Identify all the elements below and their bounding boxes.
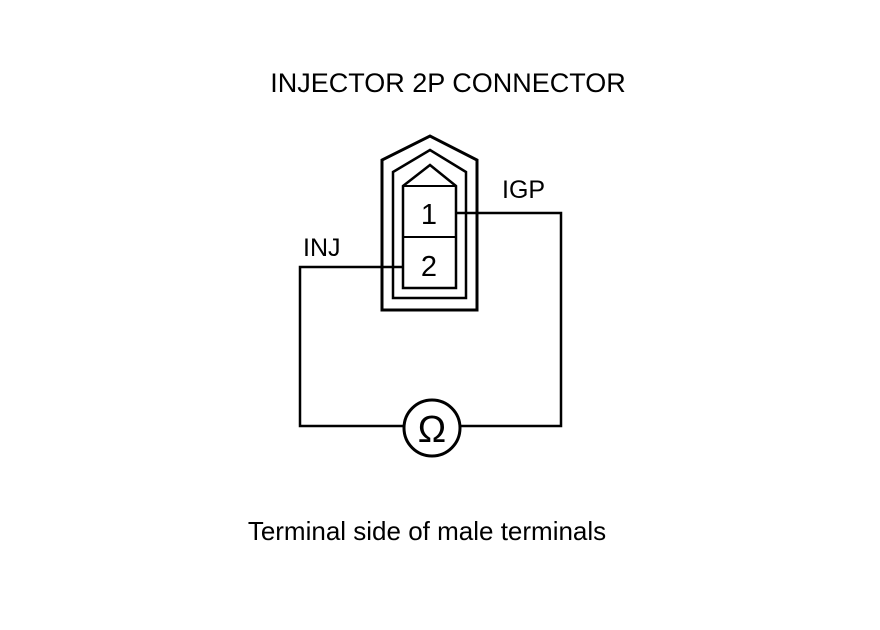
ohm-symbol: Ω: [418, 409, 446, 451]
ohmmeter-circle: [402, 398, 462, 458]
diagram-caption: Terminal side of male terminals: [248, 516, 606, 546]
pin-1-number: 1: [421, 199, 437, 231]
igp-wire: [456, 211, 563, 428]
connector-housing-inner: [391, 148, 468, 300]
inj-wire: [298, 265, 404, 428]
igp-wire-label: IGP: [502, 176, 545, 204]
pin-2-number: 2: [421, 251, 437, 283]
connector-housing-outer: [380, 134, 479, 312]
ohmmeter-icon: Ω: [402, 398, 462, 458]
diagram-title: INJECTOR 2P CONNECTOR: [270, 68, 626, 98]
inj-wire-label: INJ: [303, 234, 341, 262]
terminal-block: [401, 163, 458, 290]
